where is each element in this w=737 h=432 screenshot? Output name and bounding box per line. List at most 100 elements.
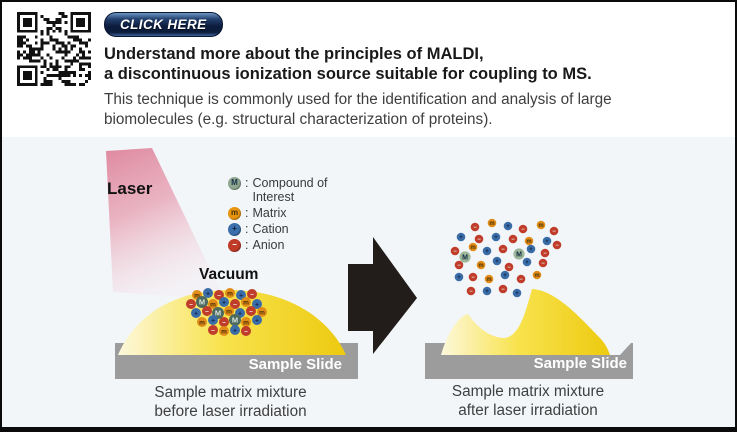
svg-text:m: m: [227, 290, 233, 297]
legend: M : Compound of Interest m : Matrix + : …: [228, 176, 348, 254]
svg-text:m: m: [221, 328, 227, 335]
svg-text:+: +: [194, 310, 198, 317]
svg-text:m: m: [478, 263, 483, 269]
svg-text:m: m: [489, 221, 494, 227]
caption-after-line2: after laser irradiation: [458, 401, 598, 419]
headline-line1: Understand more about the principles of …: [104, 45, 484, 63]
svg-text:m: m: [470, 245, 475, 251]
anion-icon: −: [228, 238, 241, 252]
svg-text:−: −: [469, 289, 473, 295]
compound-icon: M: [228, 176, 241, 190]
svg-text:−: −: [244, 328, 248, 335]
svg-text:+: +: [485, 289, 489, 295]
svg-text:+: +: [233, 327, 237, 334]
svg-text:+: +: [495, 259, 499, 265]
svg-text:−: −: [222, 319, 226, 326]
slide-label-before: Sample Slide: [248, 356, 342, 373]
cation-icon: +: [228, 222, 241, 236]
svg-text:+: +: [503, 273, 507, 279]
qr-code: [17, 12, 91, 86]
svg-text:+: +: [525, 260, 529, 266]
caption-after-line1: Sample matrix mixture: [451, 383, 605, 400]
svg-text:−: −: [471, 275, 475, 281]
svg-text:m: m: [259, 309, 265, 316]
svg-text:−: −: [507, 265, 511, 271]
svg-text:−: −: [189, 301, 193, 308]
svg-text:−: −: [205, 308, 209, 315]
svg-text:−: −: [519, 277, 523, 283]
legend-item-anion: − : Anion: [228, 238, 348, 252]
slide-label-after: Sample Slide: [533, 355, 627, 372]
svg-text:−: −: [217, 292, 221, 299]
svg-text:+: +: [459, 235, 463, 241]
svg-text:−: −: [250, 291, 254, 298]
svg-text:−: −: [211, 327, 215, 334]
svg-text:+: +: [238, 310, 242, 317]
svg-text:M: M: [232, 316, 238, 325]
matrix-icon: m: [228, 206, 241, 220]
caption-after: Sample matrix mixture after laser irradi…: [428, 383, 628, 420]
caption-before-line2: before laser irradiation: [154, 402, 307, 420]
svg-text:+: +: [255, 317, 259, 324]
description-text: This technique is commonly used for the …: [104, 91, 612, 128]
vacuum-label: Vacuum: [199, 266, 259, 283]
svg-text:−: −: [477, 237, 481, 243]
svg-text:−: −: [501, 287, 505, 293]
svg-text:+: +: [457, 275, 461, 281]
legend-label-matrix: Matrix: [252, 206, 287, 220]
svg-text:−: −: [473, 225, 477, 231]
svg-text:−: −: [249, 308, 253, 315]
headline-line2: a discontinuous ionization source suitab…: [104, 65, 592, 83]
svg-text:−: −: [453, 249, 457, 255]
svg-text:+: +: [485, 249, 489, 255]
legend-label-compound: Compound of Interest: [252, 176, 328, 204]
svg-text:+: +: [529, 247, 533, 253]
svg-text:−: −: [521, 227, 525, 233]
sample-slide-before: [115, 343, 358, 379]
legend-item-matrix: m : Matrix: [228, 206, 348, 220]
click-here-button[interactable]: CLICK HERE: [104, 12, 223, 37]
svg-text:+: +: [545, 239, 549, 245]
svg-text:M: M: [516, 252, 522, 259]
svg-text:m: m: [526, 239, 531, 245]
transition-arrow: [348, 237, 417, 354]
svg-text:m: m: [538, 223, 543, 229]
legend-separator: :: [245, 176, 249, 190]
legend-item-compound: M : Compound of Interest: [228, 176, 348, 204]
legend-item-cation: + : Cation: [228, 222, 348, 236]
headline: Understand more about the principles of …: [104, 44, 592, 84]
svg-text:M: M: [215, 309, 221, 318]
svg-text:m: m: [210, 301, 216, 308]
laser-label: Laser: [107, 179, 153, 198]
svg-text:m: m: [534, 273, 539, 279]
svg-text:m: m: [243, 299, 249, 306]
svg-text:+: +: [255, 301, 259, 308]
svg-text:−: −: [501, 247, 505, 253]
legend-separator: :: [245, 222, 249, 236]
svg-text:M: M: [199, 298, 205, 307]
svg-text:m: m: [243, 319, 249, 326]
svg-text:−: −: [511, 237, 515, 243]
svg-text:−: −: [543, 251, 547, 257]
svg-text:−: −: [233, 301, 237, 308]
svg-text:+: +: [206, 290, 210, 297]
caption-before-line1: Sample matrix mixture: [154, 384, 307, 401]
svg-text:−: −: [552, 229, 556, 235]
svg-text:+: +: [211, 317, 215, 324]
svg-text:+: +: [494, 235, 498, 241]
sample-droplet-after: [441, 289, 610, 355]
svg-text:+: +: [222, 299, 226, 306]
svg-text:m: m: [199, 319, 205, 326]
caption-before: Sample matrix mixture before laser irrad…: [128, 384, 333, 421]
svg-text:−: −: [555, 243, 559, 249]
bottom-bar: [0, 427, 737, 432]
svg-text:m: m: [486, 277, 491, 283]
legend-label-cation: Cation: [252, 222, 289, 236]
svg-text:+: +: [515, 291, 519, 297]
legend-separator: :: [245, 238, 249, 252]
svg-text:+: +: [239, 292, 243, 299]
